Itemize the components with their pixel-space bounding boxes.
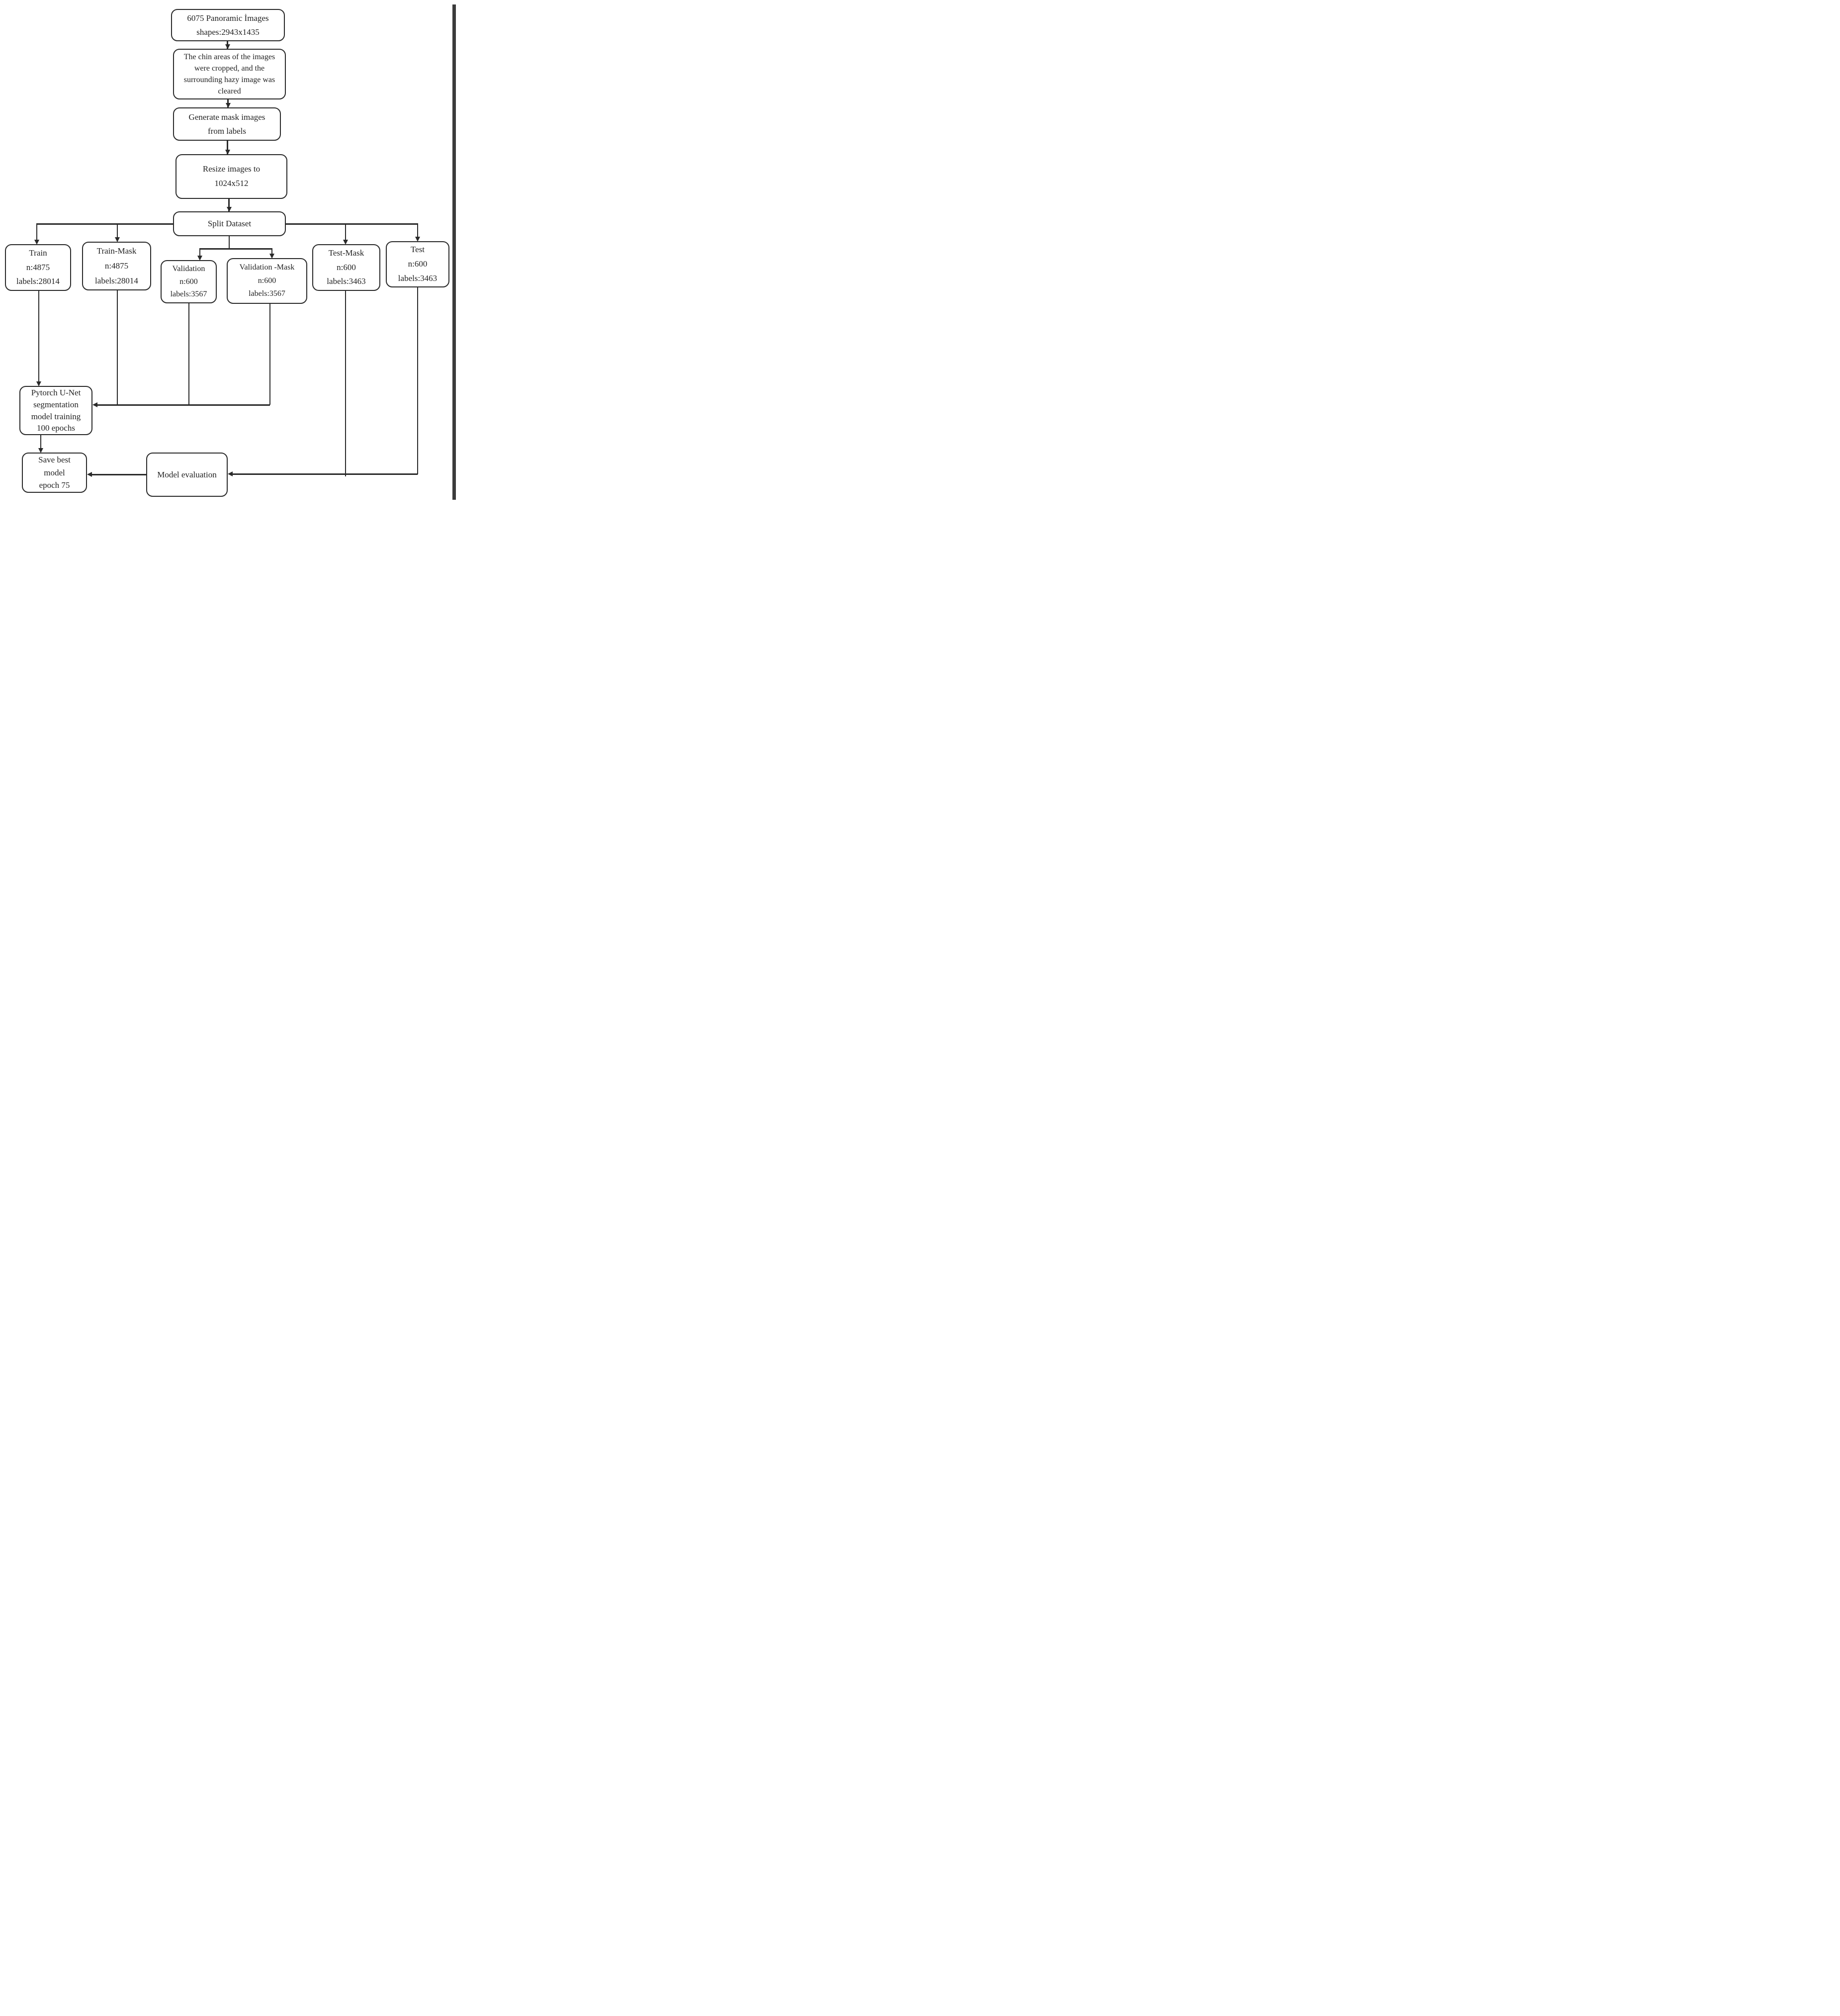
- node-split-dataset: Split Dataset: [173, 211, 286, 236]
- arrow-down-icon: [225, 44, 230, 49]
- arrow-left-icon: [87, 472, 92, 477]
- text-line: The chin areas of the images: [183, 52, 275, 61]
- text-line: Split Dataset: [207, 219, 252, 228]
- arrow-down-icon: [343, 240, 348, 245]
- text-line: segmentation: [33, 399, 79, 409]
- text-line: 1024x512: [214, 179, 249, 188]
- drop-to-train-mask: [117, 223, 118, 238]
- text-line: Pytorch U-Net: [31, 387, 81, 397]
- drop-to-train: [36, 223, 37, 240]
- node-save-best-model: Save best model epoch 75: [22, 453, 87, 493]
- arrow-down-icon: [269, 254, 274, 259]
- text-line: Validation -Mask: [239, 263, 295, 272]
- arrow-down-icon: [38, 448, 43, 453]
- feed-validation-down: [188, 303, 189, 405]
- connector-resize-to-split: [228, 199, 230, 211]
- node-test: Test n:600 labels:3463: [386, 241, 449, 287]
- flowchart-diagram: 6075 Panoramic İmages shapes:2943x1435 Th…: [0, 0, 460, 504]
- node-resize-images: Resize images to 1024x512: [175, 154, 287, 199]
- text-line: labels:3567: [249, 289, 285, 298]
- arrow-down-icon: [197, 256, 202, 261]
- node-model-evaluation: Model evaluation: [146, 453, 228, 497]
- branch-left-horizontal: [37, 223, 173, 225]
- drop-to-test-mask: [345, 223, 346, 240]
- bracket-validation: [200, 248, 272, 250]
- text-line: were cropped, and the: [194, 64, 265, 73]
- text-line: cleared: [218, 87, 241, 96]
- feed-train-mask-down: [117, 290, 118, 405]
- arrow-down-icon: [36, 381, 41, 386]
- text-line: n:4875: [26, 262, 50, 272]
- text-line: labels:28014: [95, 275, 138, 285]
- text-line: n:600: [337, 262, 356, 272]
- node-panoramic-images: 6075 Panoramic İmages shapes:2943x1435: [171, 9, 285, 41]
- node-test-mask: Test-Mask n:600 labels:3463: [312, 244, 380, 291]
- branch-right-horizontal: [286, 223, 418, 225]
- feed-test-mask-down: [345, 291, 346, 476]
- feed-train-to-pytorch: [38, 291, 39, 382]
- drop-split-center: [229, 236, 230, 249]
- drop-to-validation: [199, 248, 200, 256]
- text-line: n:4875: [104, 261, 129, 271]
- text-line: shapes:2943x1435: [196, 27, 260, 37]
- connector-mask-to-resize: [227, 141, 228, 154]
- arrow-down-icon: [226, 103, 231, 108]
- node-chin-crop: The chin areas of the images were cropped…: [173, 49, 286, 99]
- arrow-down-icon: [225, 150, 230, 155]
- text-line: Test: [410, 245, 425, 255]
- text-line: 100 epochs: [37, 423, 75, 433]
- text-line: Save best: [38, 455, 71, 465]
- text-line: Validation: [172, 265, 205, 274]
- collector-to-pytorch: [94, 404, 270, 406]
- arrow-down-icon: [227, 207, 232, 212]
- arrow-left-icon: [92, 402, 97, 407]
- text-line: n:600: [258, 276, 276, 285]
- node-validation: Validation n:600 labels:3567: [161, 260, 217, 303]
- node-train-mask: Train-Mask n:4875 labels:28014: [82, 242, 151, 290]
- text-line: Train: [29, 248, 47, 258]
- node-train: Train n:4875 labels:28014: [5, 244, 71, 291]
- text-line: model: [44, 467, 65, 477]
- text-line: labels:3567: [170, 290, 207, 299]
- scrollbar[interactable]: [452, 4, 456, 500]
- text-line: epoch 75: [39, 480, 70, 490]
- arrow-down-icon: [34, 240, 39, 245]
- text-line: n:600: [179, 277, 198, 286]
- connector-pytorch-to-save: [40, 435, 41, 449]
- text-line: model training: [31, 411, 81, 421]
- connector-eval-to-save: [89, 474, 146, 475]
- text-line: n:600: [408, 259, 428, 269]
- arrow-left-icon: [228, 471, 233, 476]
- text-line: surrounding hazy image was: [183, 76, 275, 84]
- node-validation-mask: Validation -Mask n:600 labels:3567: [227, 258, 307, 304]
- arrow-down-icon: [415, 237, 420, 242]
- node-generate-mask: Generate mask images from labels: [173, 107, 281, 141]
- feed-validation-mask-down: [269, 304, 270, 405]
- text-line: from labels: [208, 126, 246, 136]
- arrow-down-icon: [115, 237, 120, 242]
- text-line: Test-Mask: [328, 248, 364, 258]
- text-line: Generate mask images: [188, 112, 265, 122]
- text-line: Model evaluation: [157, 469, 217, 479]
- feed-test-down: [417, 287, 418, 474]
- text-line: labels:28014: [16, 276, 60, 286]
- text-line: 6075 Panoramic İmages: [187, 13, 269, 23]
- text-line: Resize images to: [202, 164, 261, 174]
- text-line: labels:3463: [398, 273, 438, 283]
- text-line: labels:3463: [327, 276, 366, 286]
- drop-to-test: [417, 223, 418, 237]
- connector-tests-to-eval: [230, 473, 418, 475]
- node-pytorch-unet-training: Pytorch U-Net segmentation model training 1…: [19, 386, 92, 435]
- drop-to-validation-mask: [271, 248, 272, 254]
- text-line: Train-Mask: [96, 246, 137, 256]
